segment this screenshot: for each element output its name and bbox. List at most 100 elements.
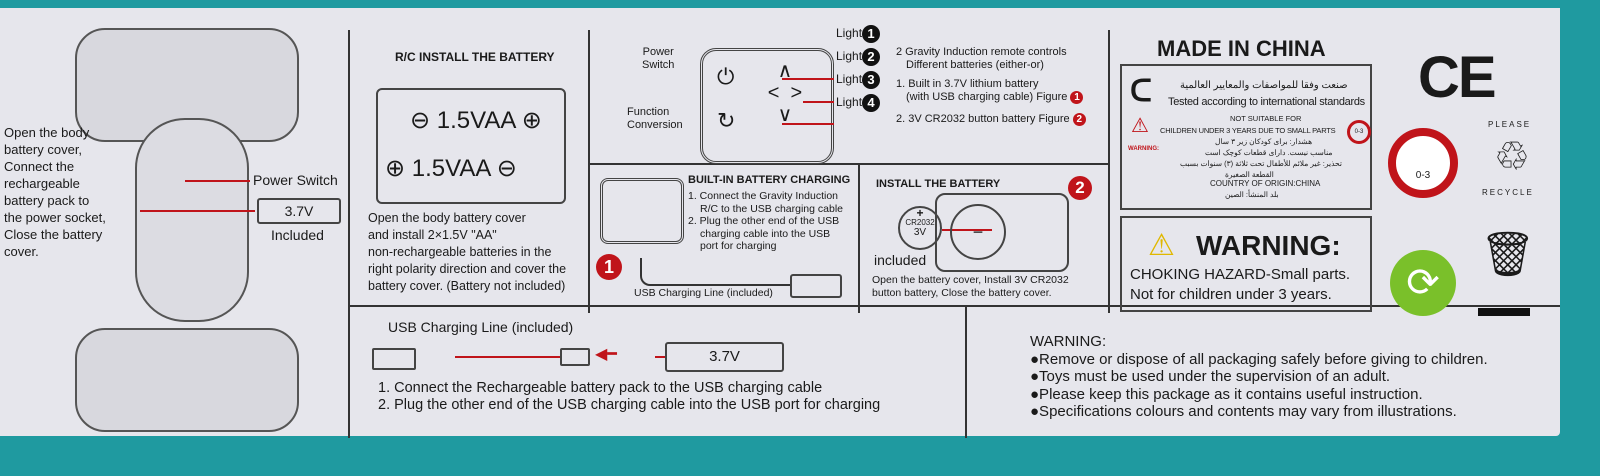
text-line: هشدار: برای کودکان زیر ۳ سال <box>1215 137 1313 146</box>
car-body <box>135 118 249 322</box>
text-line: القطعة الصغيرة <box>1225 170 1274 179</box>
text-line: cover. <box>4 244 39 259</box>
divider <box>588 30 590 313</box>
rc-instructions: Open the body battery cover and install … <box>368 210 566 295</box>
text-line: Switch <box>642 59 675 71</box>
text-line: right polarity direction and cover the <box>368 262 567 276</box>
text-line: 2. Plug the other end of the USB chargin… <box>378 397 881 413</box>
arrow-left-icon: ◀━ <box>595 346 617 363</box>
power-icon: ⏻ <box>717 64 735 89</box>
remote-illustration <box>700 48 834 164</box>
divider <box>965 305 967 438</box>
text-line: non-rechargeable batteries in the <box>368 245 552 259</box>
battery-holder-illustration <box>935 193 1069 272</box>
warning-icon-label: WARNING: <box>1128 146 1159 152</box>
text-line: battery pack to <box>4 193 90 208</box>
recycle-text: RECYCLE <box>1482 188 1534 197</box>
text-line: button battery, Close the battery cover. <box>872 287 1052 299</box>
car-illustration-bottom <box>75 328 299 432</box>
text-line: Open the body battery cover <box>368 211 526 225</box>
ce-mark-icon: CE <box>1418 45 1497 110</box>
text-line: Open the battery cover, Install 3V CR203… <box>872 274 1069 286</box>
section-title: R/C INSTALL THE BATTERY <box>395 50 555 64</box>
text-line: 2. 3V CR2032 button battery Figure <box>896 113 1070 125</box>
cell-model: CR2032 <box>905 218 935 227</box>
warning-title: WARNING: <box>1030 333 1107 350</box>
warning-title: WARNING: <box>1196 230 1341 261</box>
divider <box>858 163 860 313</box>
section-title: INSTALL THE BATTERY <box>876 178 1001 190</box>
compliance-label <box>1120 64 1372 210</box>
minus: − <box>972 222 984 242</box>
text: Light <box>836 95 863 109</box>
text-line: Conversion <box>627 119 683 131</box>
divider <box>348 305 1560 307</box>
battery-pack-label: 3.7V <box>257 198 341 224</box>
plus: + <box>916 206 924 220</box>
text-line: CHOKING HAZARD-Small parts. <box>1130 266 1351 283</box>
text: Light <box>836 72 863 86</box>
recycle-icon: ♲ <box>1494 135 1530 179</box>
aa-cell: ⊕ 1.5VAA ⊖ <box>385 155 517 182</box>
text-line: CHILDREN UNDER 3 YEARS DUE TO SMALL PART… <box>1160 126 1336 135</box>
number-badge: 1 <box>862 24 881 43</box>
text-line: Function <box>627 106 670 118</box>
text-line: NOT SUITABLE FOR <box>1230 114 1302 123</box>
text-line: بلد المنشأ: الصين <box>1225 190 1279 199</box>
text-line: rechargeable <box>4 176 80 191</box>
figure-2-badge: 2 <box>1068 176 1092 200</box>
pointer-line <box>185 180 250 182</box>
section-title: USB Charging Line (included) <box>388 319 574 335</box>
direction-pad-icon: ∧< >∨ <box>767 60 803 126</box>
included-label: Included <box>271 227 324 243</box>
text-line: (with USB charging cable) Figure <box>906 91 1068 103</box>
battery-slot: − <box>950 204 1006 260</box>
builtin-instructions: 1. Connect the Gravity Induction R/C to … <box>688 190 843 253</box>
warning-triangle-icon: ⚠ <box>1131 115 1149 137</box>
included-label: included <box>874 252 927 268</box>
usb-plug-icon <box>372 348 416 370</box>
text-line: ●Specifications colours and contents may… <box>1030 403 1457 420</box>
text-line: battery cover, <box>4 142 83 157</box>
cell-voltage: 3V <box>913 227 927 238</box>
text-line: 2. Plug the other end of the USB <box>688 215 840 227</box>
text-line: the power socket, <box>4 210 106 225</box>
usb-cable <box>640 258 792 286</box>
figure-1-badge: 1 <box>1070 91 1084 104</box>
weee-bin-icon: 🗑 <box>1480 230 1536 279</box>
number-badge: 4 <box>862 93 881 112</box>
choking-warning-box <box>1120 216 1372 312</box>
remote-info: 2 Gravity Induction remote controls Diff… <box>896 46 1086 126</box>
cable-line <box>655 356 665 358</box>
text-line: Different batteries (either-or) <box>906 59 1044 71</box>
usb-plug-icon <box>790 274 842 298</box>
text-line: ●Toys must be used under the supervision… <box>1030 368 1391 385</box>
divider <box>348 30 350 438</box>
text-line: مناسب نیست. دارای قطعات کوچک است <box>1205 148 1333 157</box>
age-warning-small-icon: 0-3 <box>1347 120 1371 144</box>
recycle-text: PLEASE <box>1488 120 1532 129</box>
cable-label: USB Charging Line (included) <box>634 287 773 299</box>
text-line: Connect the <box>4 159 75 174</box>
text: Light <box>836 26 863 40</box>
connector-line <box>140 210 255 212</box>
divider <box>1108 30 1110 313</box>
age-text: 0-3 <box>1415 170 1431 181</box>
arabic-text: صنعت وفقا للمواصفات والمعايير العالمية <box>1180 80 1348 91</box>
battery-compartment <box>376 88 566 204</box>
text-line: 1. Built in 3.7V lithium battery <box>896 78 1039 90</box>
made-in-china: MADE IN CHINA <box>1157 36 1326 61</box>
left-instructions: Open the body battery cover, Connect the… <box>4 124 106 260</box>
text-line: charging cable into the USB <box>700 227 831 240</box>
text-line: ●Remove or dispose of all packaging safe… <box>1030 350 1488 368</box>
text-line: Open the body <box>4 125 90 140</box>
text-line: Not for children under 3 years. <box>1130 286 1332 303</box>
install-instructions: Open the battery cover, Install 3V CR203… <box>872 274 1069 300</box>
text: Light <box>836 49 863 63</box>
power-switch-label: Power Switch <box>253 172 338 188</box>
number-badge: 2 <box>862 47 881 66</box>
green-dot-icon: ⟳ <box>1390 250 1456 316</box>
text-line: R/C to the USB charging cable <box>700 202 843 215</box>
